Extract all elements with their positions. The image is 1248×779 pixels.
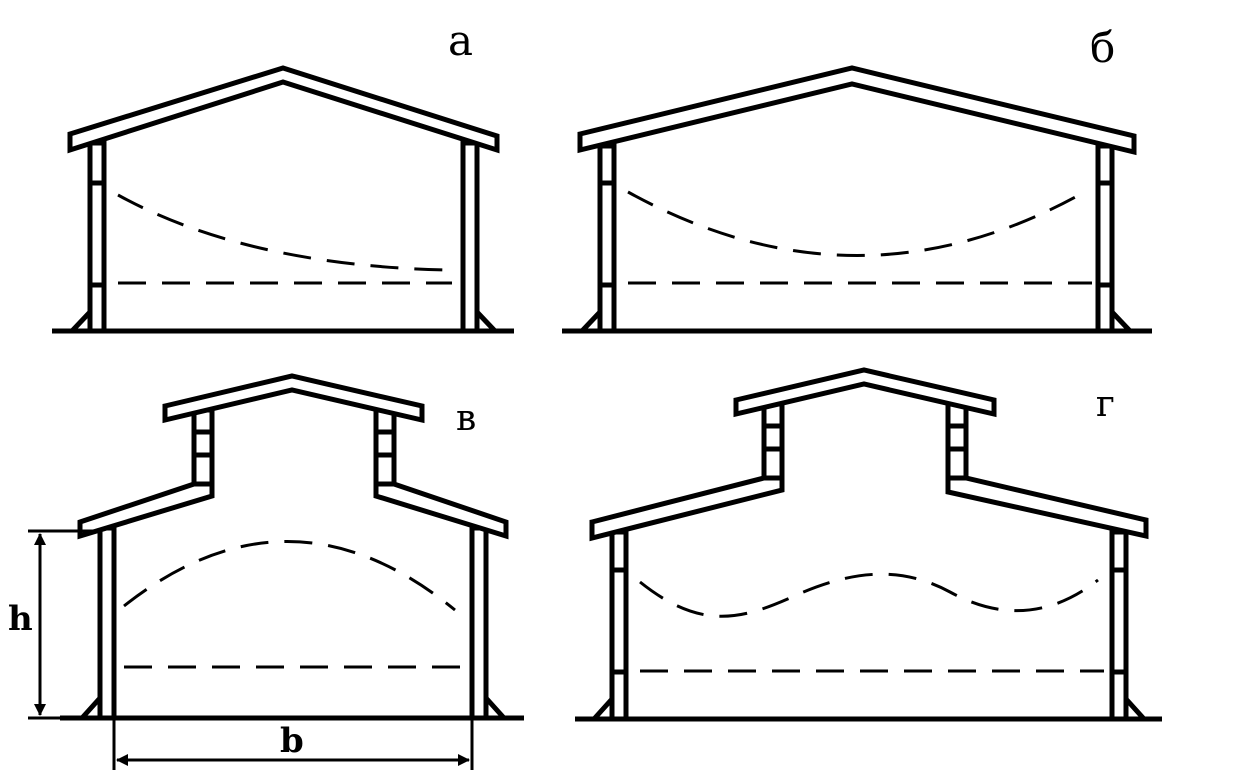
right-wall [1095,143,1115,334]
left-wall [609,529,629,722]
lower-roof-right [373,481,509,540]
roof [67,65,500,154]
left-wall [597,143,617,334]
lower-roof-left [589,475,785,542]
right-wall [469,525,489,721]
right-wall [1109,529,1129,722]
left-wall [97,525,117,721]
panel-label-b: б [1090,23,1115,72]
dimension-h-label: h [8,599,33,639]
wall-brace [592,697,614,721]
panel-v: в h b [8,373,524,770]
air-flow-curve [117,193,446,272]
wall-brace [580,310,602,333]
panel-label-g: г [1096,384,1115,425]
panel-a: а [52,16,514,334]
wall-brace [70,310,92,333]
panel-label-a: а [448,16,473,65]
lantern-roof [733,367,997,418]
air-flow-curve [627,188,1089,257]
lantern-right-wall [945,401,969,487]
wall-brace [80,696,102,720]
lantern-right-wall [373,407,397,493]
lower-roof-left [77,481,215,540]
panel-g: г [575,367,1162,722]
wall-brace [1110,310,1132,333]
air-flow-curve [123,540,456,612]
wall-brace [1124,697,1146,721]
right-wall [460,140,480,334]
lantern-roof [162,373,425,424]
left-wall [87,140,107,334]
wall-brace [484,696,506,720]
roof [577,65,1137,156]
wall-brace [475,310,497,333]
air-flow-curve [639,572,1099,618]
lower-roof-right [945,475,1149,540]
dimension-b-label: b [280,721,304,761]
lantern-left-wall [761,401,785,487]
panel-label-v: в [456,398,476,439]
panel-b: б [562,23,1152,334]
lantern-left-wall [191,407,215,493]
